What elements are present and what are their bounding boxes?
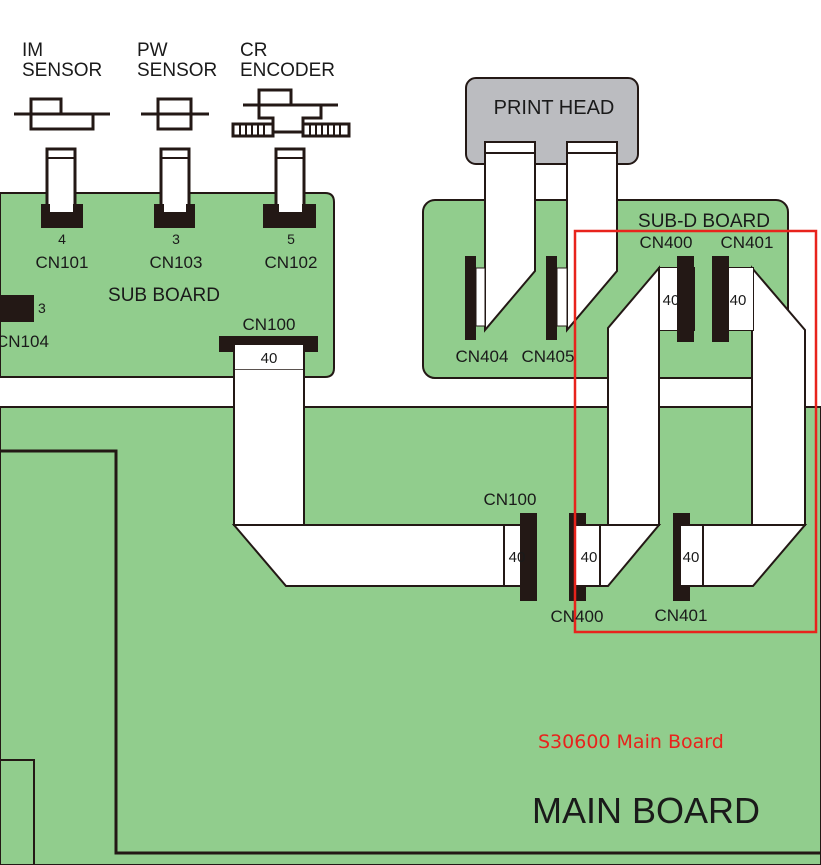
main-cn401-pins: 40 [683, 549, 700, 566]
sub-d-board-title: SUB-D BOARD [638, 211, 770, 232]
pw-sensor-label-1: PW [137, 40, 168, 61]
im-sensor-icon [14, 97, 110, 131]
sub-cn100-label: CN100 [243, 315, 296, 334]
cn404-connector [465, 256, 476, 340]
cr-encoder-icon [231, 88, 351, 138]
cn101-pins: 4 [58, 231, 66, 247]
pw-sensor-icon [141, 97, 209, 131]
main-cn400-pins: 40 [581, 549, 598, 566]
cable-subd-cn401-to-main-cn401 [751, 265, 806, 526]
cr-encoder-label-2: ENCODER [240, 60, 335, 81]
main-board-title: MAIN BOARD [532, 790, 760, 831]
main-cn100-pins: 40 [509, 549, 526, 566]
cn103-label: CN103 [150, 253, 203, 272]
cr-encoder-label-1: CR [240, 40, 267, 61]
main-board-inner-outline-small [0, 759, 35, 865]
cn102-assembly [263, 147, 316, 228]
sub-board-title: SUB BOARD [108, 285, 220, 306]
cn405-connector [546, 256, 557, 340]
print-head-title: PRINT HEAD [494, 97, 615, 119]
cable-sub-cn100-to-main-cn100 [233, 344, 305, 526]
subd-cn401-connector [712, 256, 729, 342]
cn405-label: CN405 [522, 347, 575, 366]
main-board [0, 406, 821, 865]
cn101-assembly [41, 147, 83, 228]
subd-cn401-label: CN401 [721, 233, 774, 252]
cn104-pins: 3 [38, 300, 46, 316]
main-board-inner-outline [0, 449, 821, 855]
subd-cn400-connector [677, 256, 694, 342]
highlight-frame [573, 229, 818, 634]
sub-cn100-pins: 40 [261, 350, 278, 367]
main-cn401-label: CN401 [655, 606, 708, 625]
board-model-annotation: S30600 Main Board [538, 731, 724, 753]
cn104-connector [0, 295, 34, 322]
sub-board [0, 192, 335, 378]
cn103-pins: 3 [172, 231, 180, 247]
cn101-label: CN101 [36, 253, 89, 272]
subd-cn400-pins: 40 [663, 292, 680, 309]
cn102-pins: 5 [287, 231, 295, 247]
main-cn100-connector [520, 513, 537, 601]
print-head-cable-2 [566, 141, 618, 333]
cn102-label: CN102 [265, 253, 318, 272]
main-cn400-label: CN400 [551, 607, 604, 626]
main-cn100-label: CN100 [484, 490, 537, 509]
im-sensor-label-1: IM [22, 40, 43, 61]
cn404-label: CN404 [456, 347, 509, 366]
im-sensor-label-2: SENSOR [22, 60, 102, 81]
subd-cn401-pins: 40 [730, 292, 747, 309]
subd-cn400-label: CN400 [640, 233, 693, 252]
pw-sensor-label-2: SENSOR [137, 60, 217, 81]
cn104-label: CN104 [0, 332, 49, 351]
print-head-cable-1 [484, 141, 536, 333]
cn103-assembly [154, 147, 195, 228]
